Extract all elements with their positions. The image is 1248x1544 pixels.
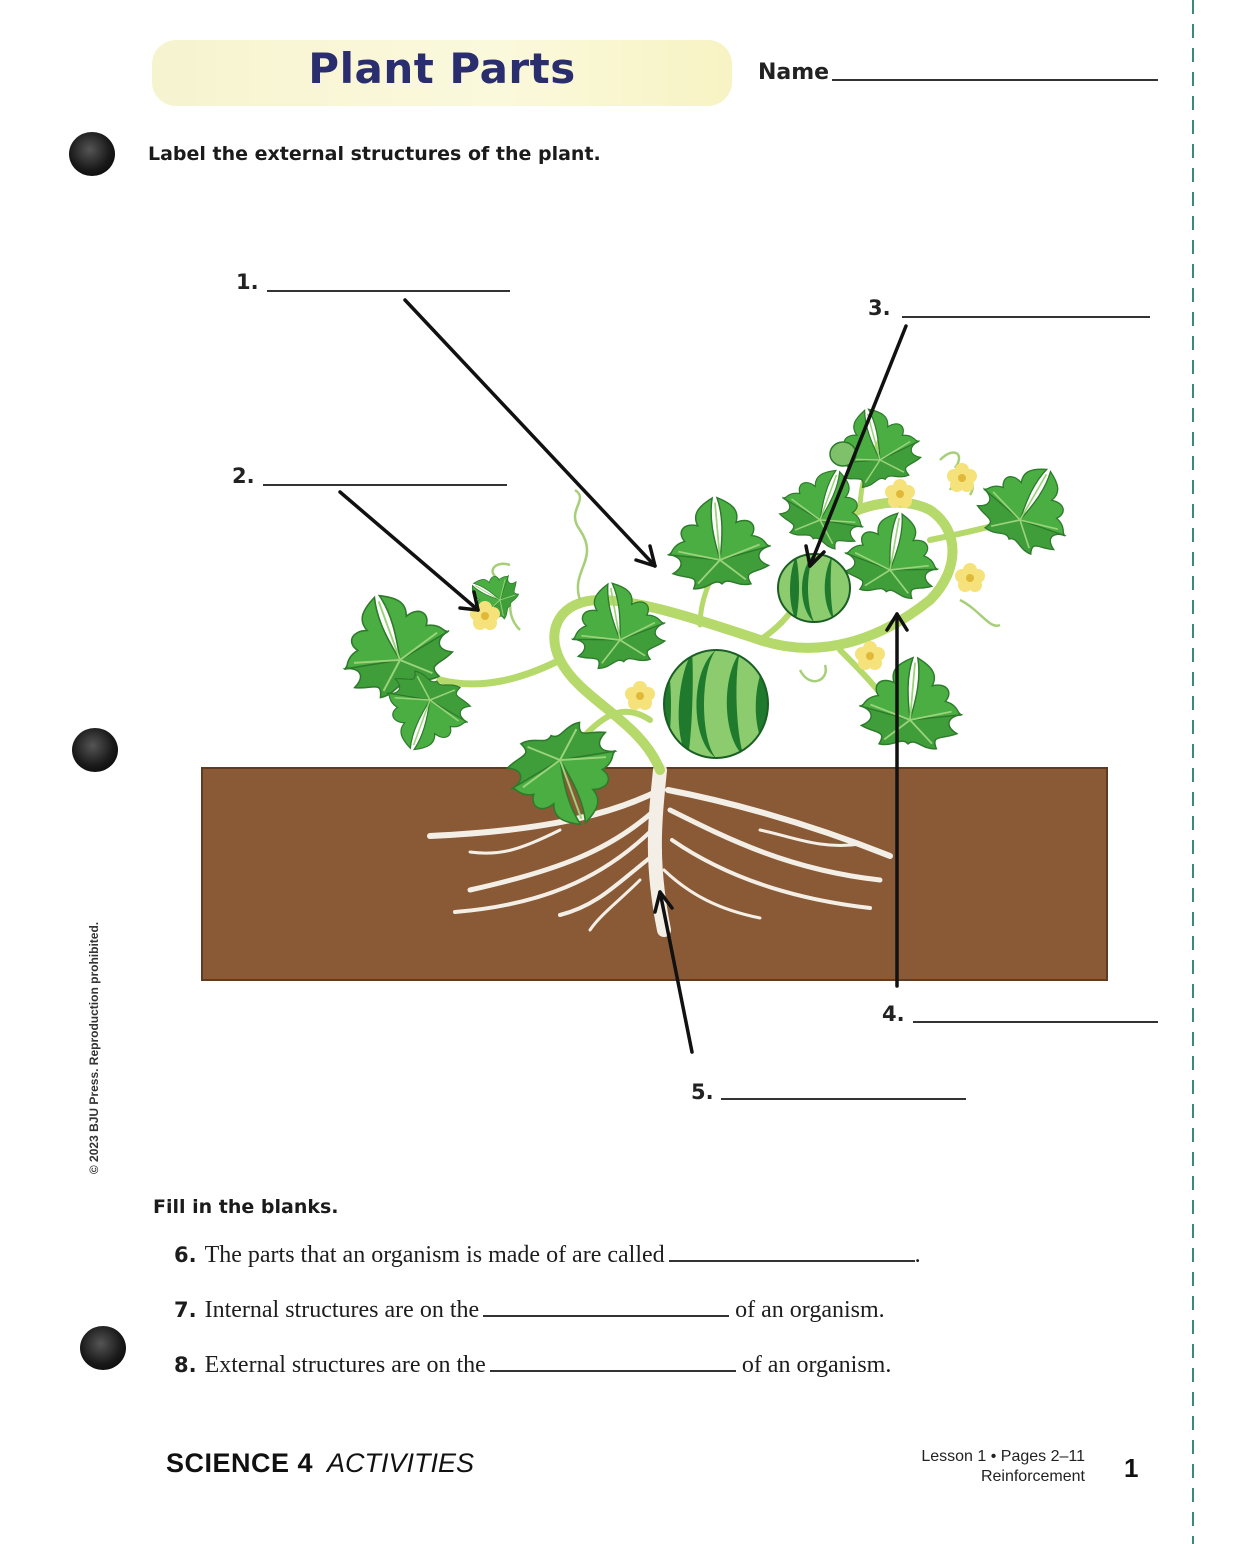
name-label: Name <box>758 60 830 85</box>
fill-blank-8[interactable] <box>489 1350 736 1372</box>
title-banner <box>152 40 732 106</box>
footer-subtitle: ACTIVITIES <box>327 1448 475 1478</box>
page-number: 1 <box>1124 1453 1139 1483</box>
label-answer-5[interactable] <box>721 1088 966 1100</box>
fill-text-before: The parts that an organism is made of ar… <box>204 1242 665 1268</box>
label-lines <box>263 290 1158 1100</box>
fill-number: 6. <box>174 1243 197 1267</box>
fill-instruction: Fill in the blanks. <box>153 1196 339 1218</box>
fill-blank-7[interactable] <box>483 1295 730 1317</box>
footer-brand: SCIENCE 4 ACTIVITIES <box>166 1448 474 1479</box>
punch-hole-bottom <box>80 1326 126 1370</box>
fill-text-after: . <box>914 1242 921 1268</box>
footer-lesson-type: Reinforcement <box>980 1468 1085 1485</box>
punch-hole-top <box>69 132 115 176</box>
label-number-2: 2. <box>232 464 255 488</box>
label-number-5: 5. <box>691 1080 714 1104</box>
roots <box>427 763 893 937</box>
fill-text-before: External structures are on the <box>204 1352 486 1378</box>
stems <box>436 437 1043 775</box>
fill-blank-6[interactable] <box>668 1240 915 1262</box>
punch-hole-middle <box>72 728 118 772</box>
fill-item-7: 7. Internal structures are on the of an or… <box>174 1295 885 1324</box>
fill-number: 7. <box>174 1298 197 1322</box>
fill-text-after: of an organism. <box>741 1352 892 1378</box>
label-answer-1[interactable] <box>267 280 510 292</box>
watermelon-small <box>777 553 851 623</box>
name-field-line[interactable] <box>832 79 1158 81</box>
label-number-4: 4. <box>882 1002 905 1026</box>
footer-lesson: Lesson 1 • Pages 2–11 Reinforcement <box>921 1447 1085 1487</box>
fill-number: 8. <box>174 1353 197 1377</box>
page-title: Plant Parts <box>308 44 576 93</box>
pointer-arrows <box>338 298 909 1054</box>
footer-brand-name: SCIENCE 4 <box>166 1448 314 1478</box>
fill-text-before: Internal structures are on the <box>204 1297 480 1323</box>
label-number-3: 3. <box>868 296 891 320</box>
footer-lesson-pages: Lesson 1 • Pages 2–11 <box>921 1448 1085 1465</box>
label-answer-3[interactable] <box>902 306 1150 318</box>
fill-item-8: 8. External structures are on the of an or… <box>174 1350 891 1379</box>
fill-text-after: of an organism. <box>735 1297 885 1323</box>
copyright-text: © 2023 BJU Press. Reproduction prohibite… <box>87 921 101 1175</box>
label-answer-2[interactable] <box>263 474 507 486</box>
watermelon-large <box>663 649 769 759</box>
fill-item-6: 6. The parts that an organism is made of … <box>174 1240 921 1269</box>
diagram-instruction: Label the external structures of the pla… <box>148 143 601 165</box>
page-edge <box>1192 0 1194 1544</box>
tendrils <box>491 451 1001 683</box>
label-number-1: 1. <box>236 270 259 294</box>
label-answer-4[interactable] <box>913 1011 1158 1023</box>
